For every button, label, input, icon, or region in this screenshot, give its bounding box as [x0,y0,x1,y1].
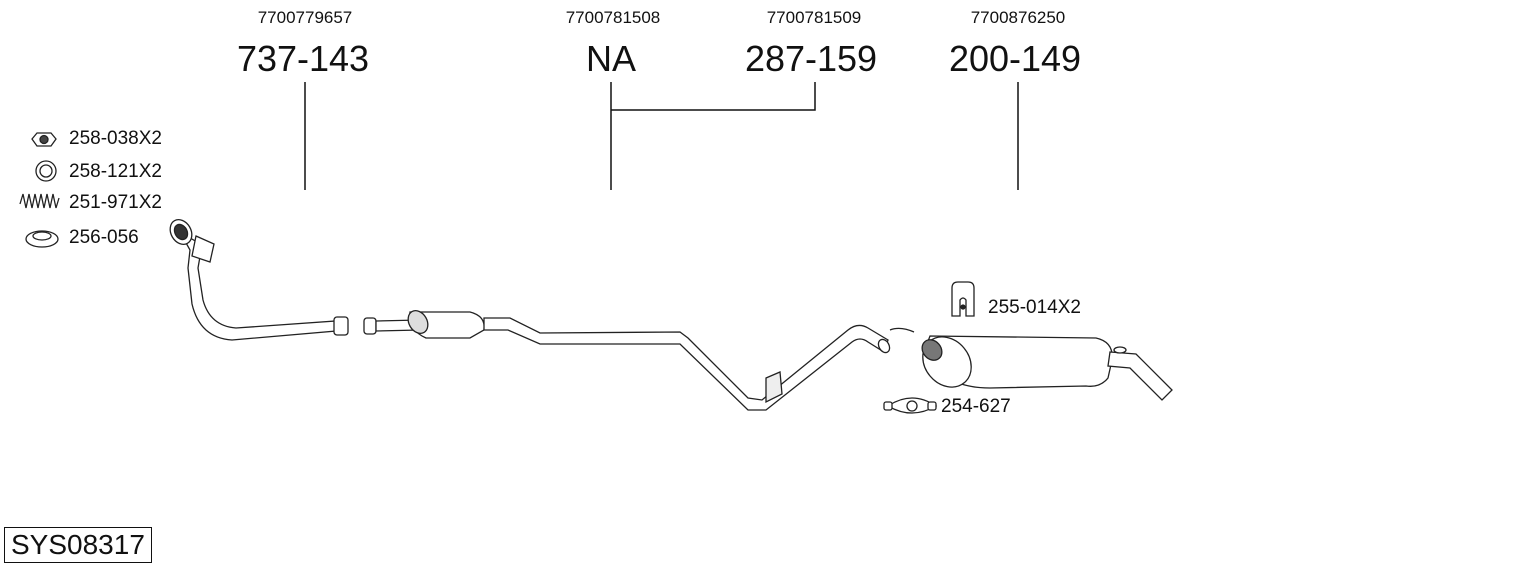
rear-silencer [889,327,1173,401]
oem-number: 7700781509 [766,8,862,27]
oem-number: 7700876250 [970,8,1066,27]
accessory-label: 254-627 [941,396,1011,417]
part-number: 200-149 [948,38,1082,79]
accessory-label: 255-014X2 [988,297,1081,318]
center-pipe [363,310,891,411]
spring-icon [19,193,60,209]
clamp-icon [883,397,938,414]
hanger-icon [951,281,975,317]
accessory-label: 256-056 [69,227,139,248]
part-number: 287-159 [744,38,878,79]
nut-icon [31,132,57,147]
system-code: SYS08317 [4,527,152,563]
front-pipe [169,219,349,341]
part-number: 737-143 [236,38,370,79]
gasket-icon [25,230,59,248]
ring-icon [35,160,57,182]
part-number: NA [585,38,636,79]
oem-number: 7700781508 [565,8,661,27]
accessory-label: 251-971X2 [69,192,162,213]
oem-number: 7700779657 [257,8,353,27]
accessory-label: 258-121X2 [69,161,162,182]
accessory-label: 258-038X2 [69,128,162,149]
leader-line-287-159 [611,82,816,111]
